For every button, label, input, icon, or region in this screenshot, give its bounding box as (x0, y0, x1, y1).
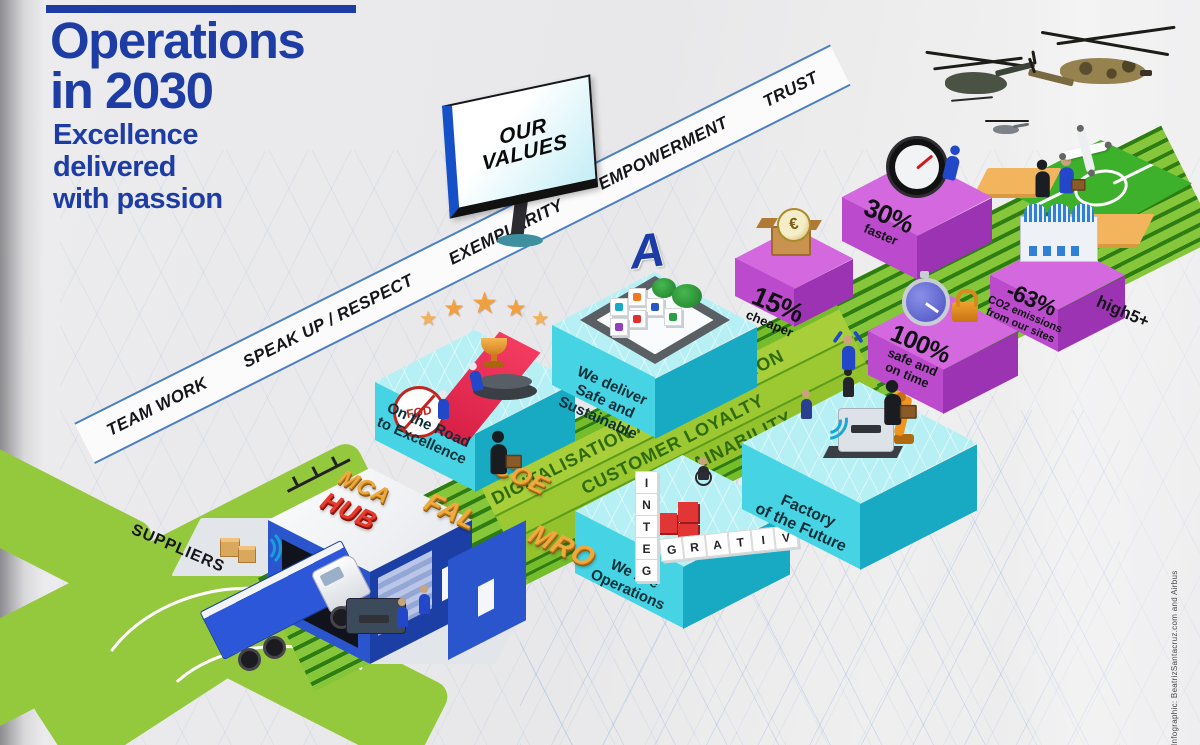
eco-factory-icon (1020, 204, 1098, 262)
businessman-crosswalk (489, 430, 522, 475)
red-block (678, 502, 698, 522)
billboard-base (497, 234, 543, 247)
star-icon: ★ (443, 295, 465, 322)
worker-figure (437, 390, 449, 419)
stopwatch-icon (902, 271, 950, 326)
app-cube-icon (610, 318, 628, 336)
letter-block: T (635, 515, 658, 538)
app-cube-icon (664, 308, 682, 326)
star-icon: ★ (419, 308, 437, 330)
value-trust: TRUST (760, 67, 822, 112)
speedometer-icon (886, 136, 948, 198)
letter-block: E (635, 537, 658, 560)
ground-equipment (346, 598, 406, 634)
app-cube-icon (628, 310, 646, 328)
worker-figure (842, 368, 854, 397)
worker-figure (396, 598, 408, 627)
plant-icon (672, 284, 702, 308)
credit-text: Infographic: BeatrizSantacruz.com and Ai… (1170, 570, 1179, 745)
wheelchair-figure (695, 457, 712, 486)
plant-icon (652, 278, 676, 298)
helicopter-green (925, 48, 1040, 108)
cargo-box (220, 538, 240, 557)
businessman-road (883, 380, 917, 425)
star-icon: ★ (505, 295, 527, 322)
our-values-billboard: OUR VALUES (425, 74, 615, 247)
title-line-2: in 2030 (50, 62, 214, 120)
businessman-handshake (1034, 159, 1050, 198)
star-icon: ★ (471, 287, 498, 320)
airbus-a-logo: A (627, 223, 668, 280)
photo-light-band (1000, 0, 1200, 745)
worker-waving (832, 330, 864, 370)
helicopter-camo (1027, 16, 1190, 96)
truck-wheel (238, 648, 261, 671)
title-line-1: Operations (50, 12, 306, 69)
businessman-handshake (1058, 155, 1086, 194)
header-rule (46, 5, 356, 13)
helicopter-small (985, 118, 1035, 142)
tower-door (478, 578, 494, 617)
page-title: Operations in 2030 (50, 12, 306, 120)
star-icon: ★ (531, 308, 549, 330)
red-block (657, 513, 677, 533)
app-cube-icon (628, 288, 646, 306)
page-subtitle: Excellence delivered with passion (53, 119, 223, 215)
worker-figure (800, 390, 812, 419)
podium (478, 374, 532, 389)
letter-block: G (635, 559, 658, 582)
app-cube-icon (646, 298, 664, 316)
worker-figure (418, 585, 430, 614)
sensor-waves-icon (242, 528, 282, 568)
letter-block: N (635, 493, 658, 516)
trophy-icon (479, 338, 509, 367)
billboard-board: OUR VALUES (441, 74, 599, 219)
robot-arm-icon (894, 434, 914, 444)
truck-wheel (263, 636, 286, 659)
app-cube-icon (610, 298, 628, 316)
padlock-icon (952, 289, 978, 322)
letter-block: I (635, 471, 658, 494)
